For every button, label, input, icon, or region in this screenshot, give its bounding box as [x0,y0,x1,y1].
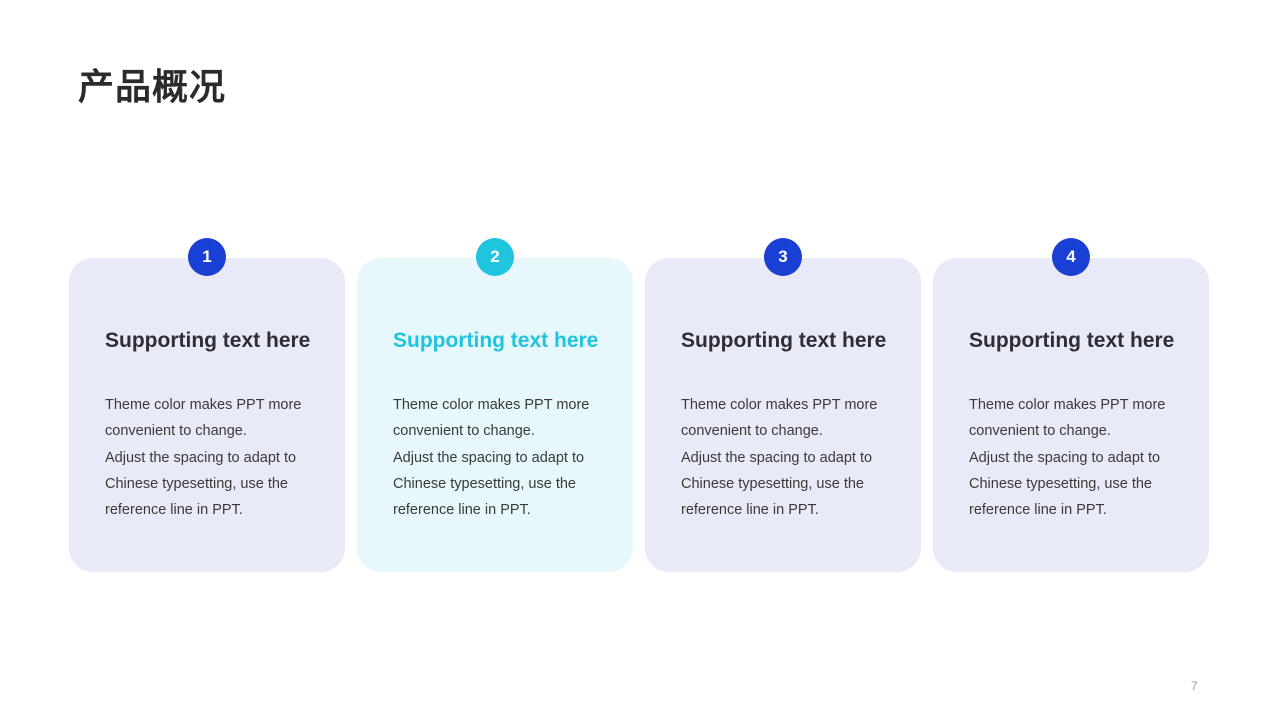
card-body-1: Theme color makes PPT more convenient to… [105,397,302,519]
card-body-4: Theme color makes PPT more convenient to… [969,397,1166,519]
step-number-badge-2: 2 [476,238,514,276]
card-body-3: Theme color makes PPT more convenient to… [681,397,878,519]
card-heading-2: Supporting text here [393,329,599,352]
step-number-badge-4: 4 [1052,238,1090,276]
card-heading-1: Supporting text here [105,329,311,352]
card-2: 2 Supporting text here Theme color makes… [357,238,633,572]
page-number: 7 [1191,679,1198,693]
card-1: 1 Supporting text here Theme color makes… [69,238,345,572]
card-body-2: Theme color makes PPT more convenient to… [393,397,590,519]
card-4: 4 Supporting text here Theme color makes… [933,238,1209,572]
step-number-badge-3: 3 [764,238,802,276]
card-heading-4: Supporting text here [969,329,1175,352]
card-3: 3 Supporting text here Theme color makes… [645,238,921,572]
step-number-badge-1: 1 [188,238,226,276]
slide-title: 产品概况 [78,67,227,108]
card-heading-3: Supporting text here [681,329,887,352]
